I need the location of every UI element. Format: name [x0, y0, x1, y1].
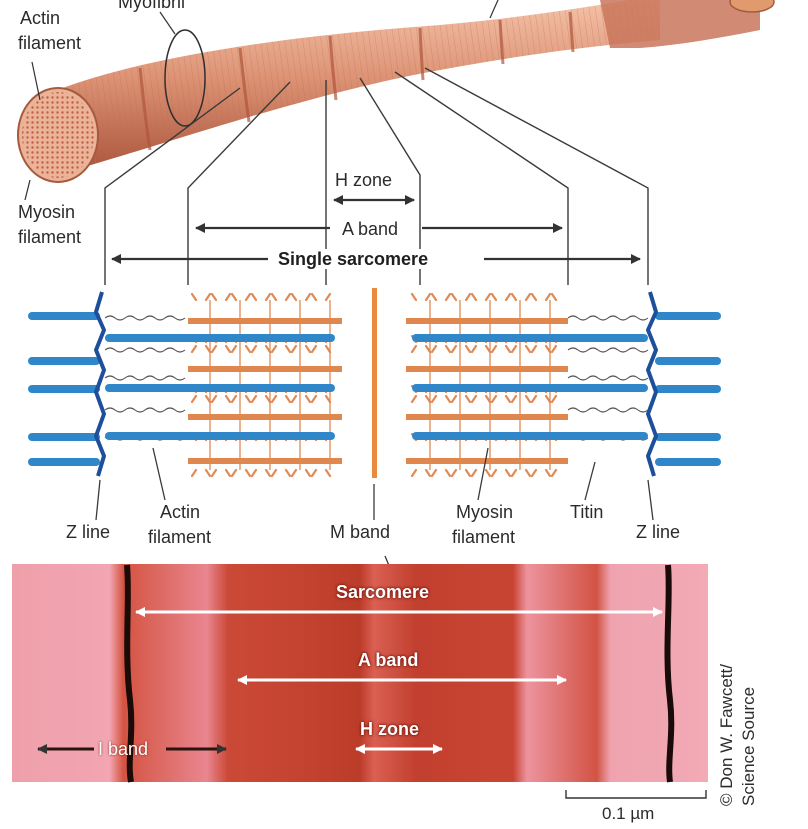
micrograph-z-line-left [124, 564, 135, 783]
electron-micrograph [12, 564, 708, 783]
myofibril-ring [164, 29, 206, 127]
photo-credit: © Don W. Fawcett/ Science Source [716, 664, 760, 806]
micro-label-h-zone: H zone [360, 719, 420, 739]
label-h-zone: H zone [335, 170, 393, 190]
z-line-right [646, 291, 658, 477]
filament-schematic [28, 288, 721, 581]
scale-bar [565, 790, 707, 799]
micro-label-a-band: A band [358, 650, 419, 670]
schematic-dimension-arrows [111, 195, 641, 264]
label-a-band: A band [340, 219, 401, 239]
label-actin-filament-line1: Actin [160, 502, 201, 522]
schematic-leader-lines [95, 447, 654, 581]
label-myosin-top-line1: Myosin [18, 202, 76, 222]
label-myosin-filament-line2: filament [452, 527, 516, 547]
label-z-line-left: Z line [66, 522, 111, 542]
micro-label-sarcomere: Sarcomere [336, 582, 430, 602]
micrograph-z-line-right [664, 564, 675, 783]
photo-credit-line2: Science Source [739, 686, 758, 806]
myofibril-end-cap-right [729, 0, 775, 13]
label-actin-top-line1: Actin [20, 8, 61, 28]
myofibril-bands [138, 11, 575, 151]
z-line-left [94, 291, 106, 477]
micro-label-i-band: I band [98, 739, 149, 759]
label-myofibril: Myofibril [118, 0, 186, 12]
actin-filaments [28, 312, 721, 466]
label-actin-filament-line2: filament [148, 527, 212, 547]
projection-lines [104, 67, 649, 285]
myofibril-far-segment [600, 0, 760, 48]
photo-credit-line1: © Don W. Fawcett/ [717, 664, 736, 806]
label-z-line-right: Z line [636, 522, 681, 542]
label-actin-top-line2: filament [18, 33, 82, 53]
label-titin: Titin [570, 502, 604, 522]
label-single-sarcomere: Single sarcomere [274, 249, 433, 269]
scale-bar-label: 0.1 µm [602, 804, 655, 823]
m-band [372, 288, 377, 478]
myofibril-illustration [17, 0, 775, 201]
label-myosin-filament-line1: Myosin [456, 502, 514, 522]
label-myosin-top-line2: filament [18, 227, 82, 247]
label-m-band: M band [330, 522, 391, 542]
micrograph-arrows [135, 607, 663, 754]
